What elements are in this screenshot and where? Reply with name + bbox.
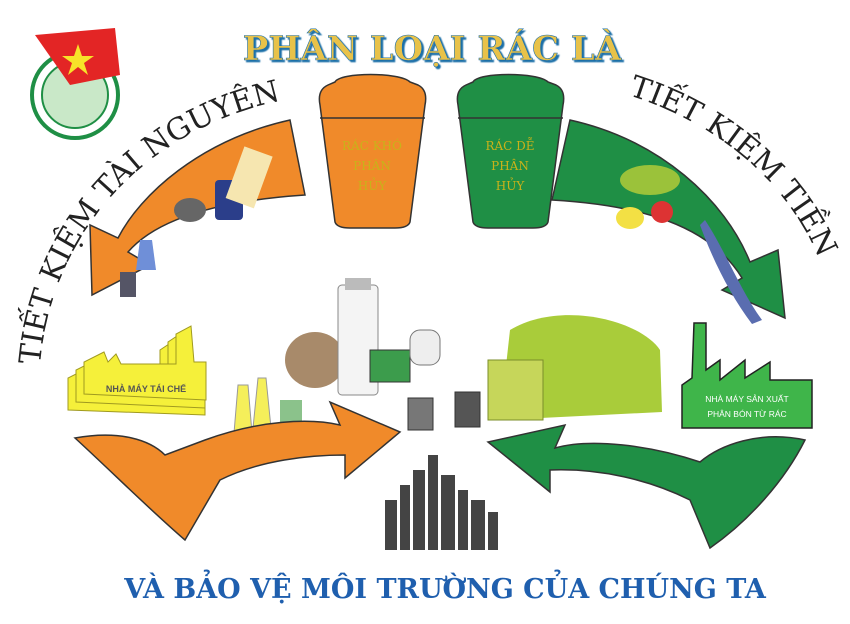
bottom-slogan: VÀ BẢO VỆ MÔI TRƯỜNG CỦA CHÚNG TA (123, 568, 767, 605)
bin-label-line: PHÂN (491, 158, 529, 173)
bin-label-line: HỦY (358, 176, 388, 193)
bin-easy-to-decompose: RÁC DỄ PHÂN HỦY (456, 73, 565, 229)
bin-label-line: HỦY (496, 176, 526, 193)
orange-curved-arrow-bottom (73, 400, 402, 542)
fertilizer-factory-icon: NHÀ MÁY SẢN XUẤT PHÂN BÓN TỪ RÁC (681, 322, 813, 429)
fertilizer-factory-label-line: NHÀ MÁY SẢN XUẤT (705, 393, 788, 404)
bin-label-line: PHÂN (353, 158, 391, 173)
recyclable-items-icon (120, 146, 273, 297)
green-curved-arrow-bottom (486, 423, 807, 550)
food-scraps-icon (616, 165, 762, 324)
page-title: PHÂN LOẠI RÁC LÀ (243, 28, 622, 69)
bin-label-line: RÁC KHÓ (342, 137, 402, 153)
recycling-factory-icon: NHÀ MÁY TÁI CHẾ (67, 325, 207, 416)
bin-hard-to-decompose: RÁC KHÓ PHÂN HỦY (318, 73, 427, 229)
youth-union-logo (30, 28, 120, 140)
recycling-factory-label: NHÀ MÁY TÁI CHẾ (106, 384, 186, 394)
bin-label-line: RÁC DỄ (485, 136, 534, 153)
sorted-waste-items-icon (233, 278, 662, 439)
city-skyline-icon (385, 455, 498, 550)
fertilizer-factory-label-line: PHÂN BÓN TỪ RÁC (707, 409, 786, 419)
